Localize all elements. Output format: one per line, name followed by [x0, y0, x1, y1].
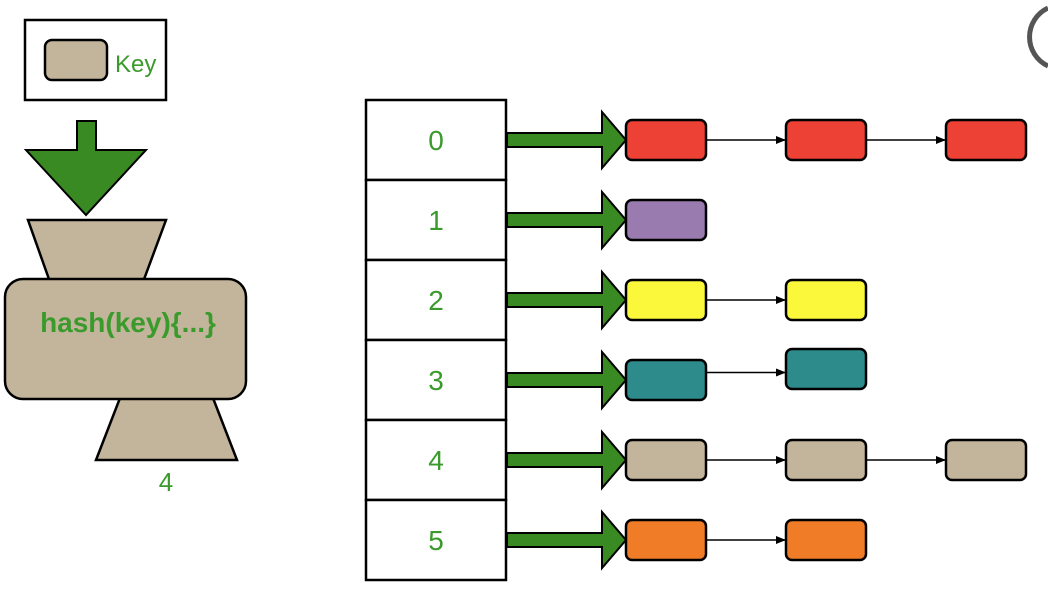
bucket-cell	[364, 258, 508, 342]
chain-node	[624, 518, 708, 562]
chain-node	[624, 358, 708, 402]
chain-node	[784, 438, 868, 482]
chain-node	[944, 118, 1028, 162]
chain-node	[624, 278, 708, 322]
chain-node	[784, 518, 868, 562]
legend-key-label: Key	[115, 51, 156, 78]
bucket-pointer-arrow	[506, 269, 628, 331]
legend-key-swatch	[43, 38, 109, 82]
bucket-pointer-arrow	[506, 509, 628, 571]
bucket-index-label: 5	[428, 525, 444, 556]
chain-node	[624, 438, 708, 482]
bucket-index-label: 1	[428, 205, 444, 236]
bucket-pointer-arrow	[506, 349, 628, 411]
chain-node	[784, 347, 868, 391]
chain-node	[784, 118, 868, 162]
funnel-top	[26, 218, 168, 284]
bucket-cell	[364, 418, 508, 502]
input-down-arrow	[23, 120, 149, 217]
hash-function-label: hash(key){...}	[40, 307, 216, 338]
bucket-array: 0 1 2 3 4 5	[364, 98, 1028, 582]
hash-function: hash(key){...} 4	[3, 218, 248, 497]
bucket-index-label: 0	[428, 125, 444, 156]
bucket-pointer-arrow	[506, 429, 628, 491]
bucket-cell	[364, 498, 508, 582]
bucket-pointer-arrow	[506, 109, 628, 171]
bucket-index-label: 2	[428, 285, 444, 316]
bucket-cell	[364, 178, 508, 262]
chain-node	[944, 438, 1028, 482]
chain-node	[624, 198, 708, 242]
bucket-pointer-arrow	[506, 189, 628, 251]
bucket-cell	[364, 98, 508, 182]
bucket-index-label: 3	[428, 365, 444, 396]
hash-function-body	[3, 277, 248, 401]
legend: Key	[23, 18, 168, 102]
partial-circle-edge	[1027, 5, 1048, 69]
bucket-index-label: 4	[428, 445, 444, 476]
hash-output-value: 4	[159, 467, 173, 497]
chain-node	[624, 118, 708, 162]
chain-node	[784, 278, 868, 322]
funnel-bottom	[94, 396, 239, 462]
